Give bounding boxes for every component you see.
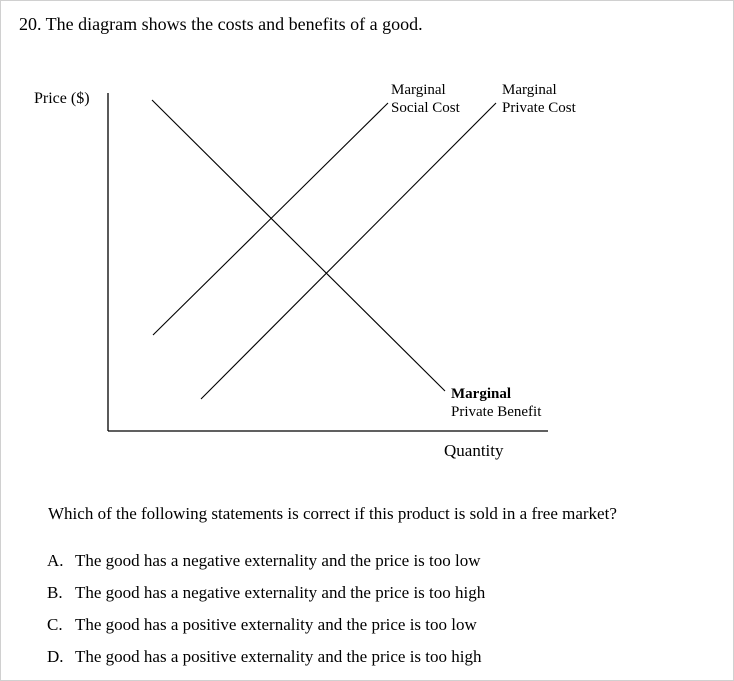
- mpc-label-line1: Marginal: [502, 82, 557, 98]
- x-axis-label: Quantity: [444, 441, 504, 460]
- option-c[interactable]: C. The good has a positive externality an…: [47, 615, 485, 647]
- mpc-label-line2: Private Cost: [502, 100, 576, 116]
- option-a[interactable]: A. The good has a negative externality an…: [47, 551, 485, 583]
- option-letter: B.: [47, 583, 63, 602]
- msc-label-line1: Marginal: [391, 82, 446, 98]
- question-prompt: Which of the following statements is cor…: [48, 504, 617, 523]
- option-letter: D.: [47, 647, 64, 666]
- answer-options: A. The good has a negative externality an…: [47, 551, 485, 679]
- mpb-label-line2: Private Benefit: [451, 404, 542, 420]
- mpc-curve: [200, 102, 497, 400]
- option-text: The good has a positive externality and …: [75, 647, 482, 666]
- mpb-curve: [151, 99, 446, 392]
- mpb-label: Marginal Private Benefit: [451, 385, 541, 421]
- option-text: The good has a negative externality and …: [75, 551, 481, 570]
- option-d[interactable]: D. The good has a positive externality an…: [47, 647, 485, 679]
- option-text: The good has a positive externality and …: [75, 615, 477, 634]
- option-letter: A.: [47, 551, 64, 570]
- mpb-label-line1: Marginal: [451, 386, 511, 402]
- msc-label: Marginal Social Cost: [391, 81, 460, 117]
- mpc-label: Marginal Private Cost: [502, 81, 576, 117]
- option-b[interactable]: B. The good has a negative externality an…: [47, 583, 485, 615]
- option-letter: C.: [47, 615, 63, 634]
- msc-label-line2: Social Cost: [391, 100, 460, 116]
- option-text: The good has a negative externality and …: [75, 583, 486, 602]
- y-axis-label: Price ($): [34, 90, 90, 107]
- msc-curve: [152, 102, 389, 336]
- question-title: 20. The diagram shows the costs and bene…: [19, 14, 423, 34]
